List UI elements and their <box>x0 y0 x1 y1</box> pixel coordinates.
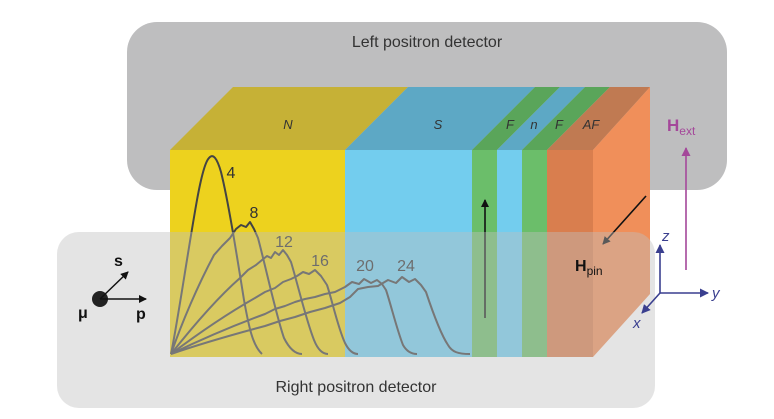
energy-label-24: 24 <box>397 258 415 275</box>
n-spacer-front <box>497 150 522 357</box>
profile-curve-12 <box>170 249 329 355</box>
sample-front-faces <box>170 150 593 357</box>
f2-layer-top <box>522 87 610 150</box>
y-axis-label: y <box>711 285 721 302</box>
f1-layer-top <box>472 87 560 150</box>
profile-curve-20 <box>170 278 418 355</box>
coordinate-axes: z y x <box>632 228 721 332</box>
n-spacer-top <box>497 87 585 150</box>
muon-symbol: μ s p <box>78 253 147 323</box>
af-layer-top <box>547 87 650 150</box>
spin-label: s <box>114 253 123 270</box>
profile-curve-8 <box>170 221 303 355</box>
h-pin-label: Hpin <box>575 258 603 278</box>
s-layer-top <box>345 87 535 150</box>
energy-label-20: 20 <box>356 258 374 275</box>
layer-label-n2: n <box>530 117 537 132</box>
layer-label-n: N <box>283 117 293 132</box>
n-layer-top <box>170 87 408 150</box>
profile-curve-24 <box>170 276 471 355</box>
spin-arrow <box>99 271 129 300</box>
x-axis <box>641 292 661 314</box>
left-detector-label: Left positron detector <box>352 34 503 51</box>
sample-top-faces <box>170 87 650 150</box>
energy-label-16: 16 <box>311 253 329 270</box>
h-ext-label: Hext <box>667 116 696 138</box>
muon-label: μ <box>78 305 88 322</box>
energy-labels: 4 8 12 16 20 24 <box>227 165 415 275</box>
right-detector-label: Right positron detector <box>276 379 438 396</box>
energy-label-8: 8 <box>250 205 259 222</box>
f2-layer-front <box>522 150 547 357</box>
x-axis-label: x <box>632 315 641 332</box>
z-axis-label: z <box>661 228 670 245</box>
energy-label-12: 12 <box>275 234 293 251</box>
layer-label-f1: F <box>506 117 515 132</box>
h-pin-arrow <box>602 195 647 245</box>
af-layer-side <box>593 87 650 357</box>
layer-label-s: S <box>434 117 443 132</box>
profile-curve-4 <box>170 155 263 355</box>
energy-label-4: 4 <box>227 165 236 182</box>
layer-label-f2: F <box>555 117 564 132</box>
right-positron-detector <box>57 232 655 408</box>
af-layer-front <box>547 150 593 357</box>
layer-label-af: AF <box>582 117 601 132</box>
muon-stopping-profiles <box>170 155 471 355</box>
s-layer-front <box>345 150 472 357</box>
momentum-label: p <box>136 306 146 323</box>
profile-curve-16 <box>170 269 359 355</box>
layer-labels: N S F n F AF <box>283 117 600 132</box>
